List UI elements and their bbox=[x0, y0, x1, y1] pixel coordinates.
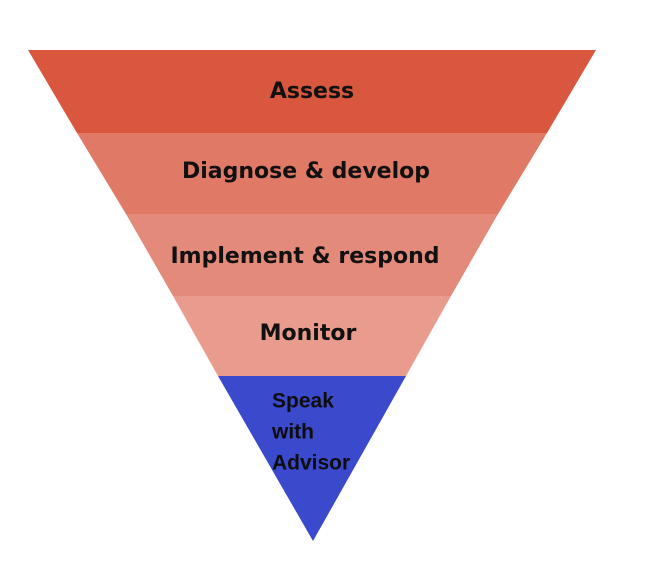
funnel-layer-diagnose bbox=[77, 133, 547, 214]
layer-label-monitor: Monitor bbox=[260, 321, 357, 346]
advisor-label-line-2: with bbox=[271, 421, 314, 444]
funnel-layer-monitor bbox=[173, 296, 451, 376]
advisor-label-line-3: Advisor bbox=[272, 452, 350, 475]
funnel-layer-implement bbox=[126, 214, 498, 296]
advisor-label-line-1: Speak bbox=[272, 390, 334, 413]
layer-label-assess: Assess bbox=[270, 79, 354, 104]
layer-label-diagnose: Diagnose & develop bbox=[182, 159, 430, 184]
layer-label-implement: Implement & respond bbox=[171, 244, 440, 269]
funnel-layer-assess bbox=[28, 50, 596, 133]
funnel-tip-advisor bbox=[218, 376, 406, 541]
